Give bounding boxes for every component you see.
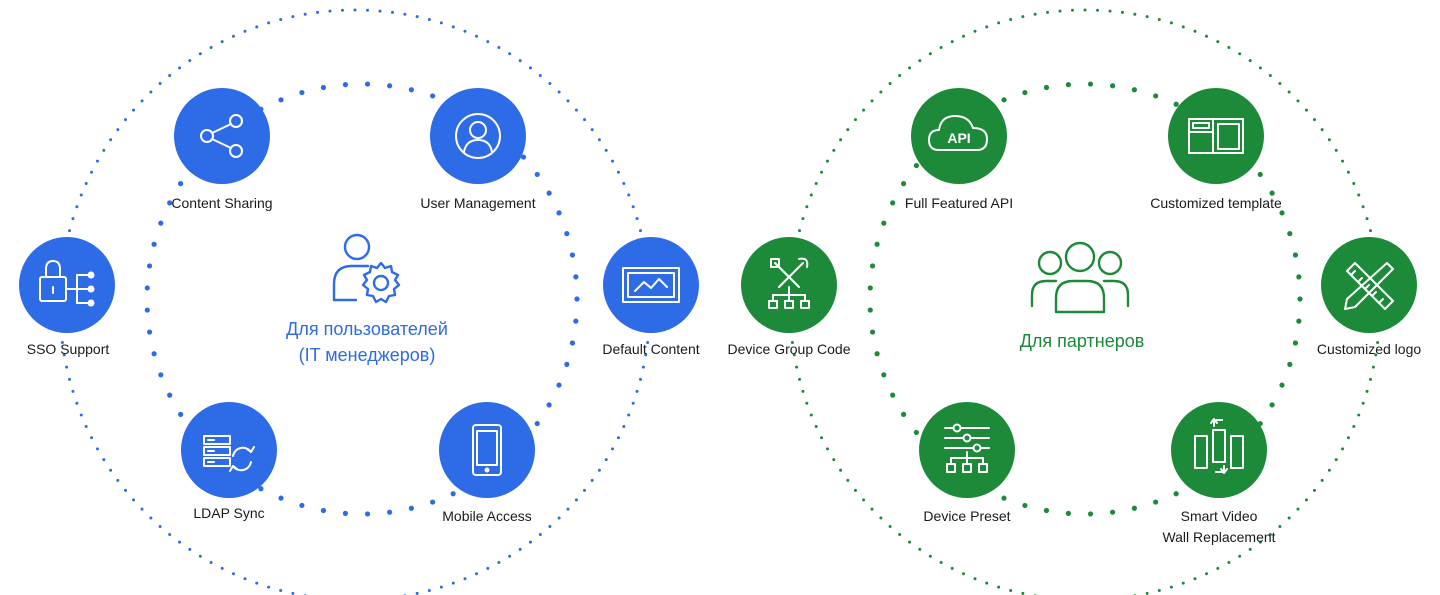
node-circle — [911, 88, 1007, 184]
sso-support-label: SSO Support — [26, 341, 110, 357]
full-featured-api-label: Full Featured API — [904, 195, 1014, 211]
svg-text:API: API — [947, 130, 970, 146]
left-title-line1: Для пользователей — [286, 319, 448, 339]
smart-video-wall-label: Smart Video Wall Replacement — [1162, 506, 1275, 548]
tools-network-icon — [768, 257, 810, 309]
node-circle — [174, 88, 270, 184]
left-center-title: Для пользователей (IT менеджеров) — [286, 316, 448, 368]
tools-network-node — [741, 237, 837, 333]
user-gear-icon — [332, 233, 401, 304]
default-content-label: Default Content — [602, 341, 700, 357]
customized-logo-label: Customized logo — [1316, 341, 1422, 357]
ldap-sync-label: LDAP Sync — [193, 505, 265, 521]
mobile-phone-icon — [472, 424, 502, 476]
smart-video-label-line2: Wall Replacement — [1162, 529, 1276, 545]
node-circle — [430, 88, 526, 184]
sliders-tree-icon — [944, 423, 990, 473]
api-cloud-icon: API — [928, 115, 988, 151]
share-icon — [200, 114, 243, 158]
right-outer-ring — [788, 8, 1382, 595]
user-circle-node — [430, 88, 526, 184]
device-preset-label: Device Preset — [923, 508, 1011, 524]
lock-network-icon — [39, 260, 95, 307]
mobile-access-label: Mobile Access — [442, 508, 532, 524]
node-circle — [439, 402, 535, 498]
customized-template-label: Customized template — [1150, 195, 1282, 211]
server-sync-icon — [203, 435, 255, 472]
left-outer-ring — [58, 8, 652, 595]
lock-network-node — [19, 237, 115, 333]
video-wall-icon — [1194, 418, 1244, 474]
people-group-icon — [1030, 241, 1130, 314]
ruler-pencil-node — [1321, 237, 1417, 333]
node-circle — [1171, 402, 1267, 498]
mobile-phone-node — [439, 402, 535, 498]
server-sync-node — [181, 402, 277, 498]
share-node — [174, 88, 270, 184]
ruler-pencil-icon — [1344, 262, 1394, 310]
smart-video-label-line1: Smart Video — [1180, 508, 1258, 524]
node-circle — [741, 237, 837, 333]
video-wall-node — [1171, 402, 1267, 498]
template-layout-node — [1168, 88, 1264, 184]
user-management-label: User Management — [420, 195, 536, 211]
right-center-title: Для партнеров — [1019, 331, 1145, 351]
node-circle — [919, 402, 1015, 498]
api-cloud-node: API — [911, 88, 1007, 184]
device-group-code-label: Device Group Code — [727, 341, 851, 357]
template-layout-icon — [1188, 118, 1244, 154]
image-frame-node — [603, 237, 699, 333]
node-circle — [603, 237, 699, 333]
node-circle — [1168, 88, 1264, 184]
sliders-tree-node — [919, 402, 1015, 498]
left-title-line2: (IT менеджеров) — [298, 345, 436, 365]
content-sharing-label: Content Sharing — [171, 195, 273, 211]
image-frame-icon — [622, 267, 680, 303]
user-circle-icon — [455, 113, 501, 159]
